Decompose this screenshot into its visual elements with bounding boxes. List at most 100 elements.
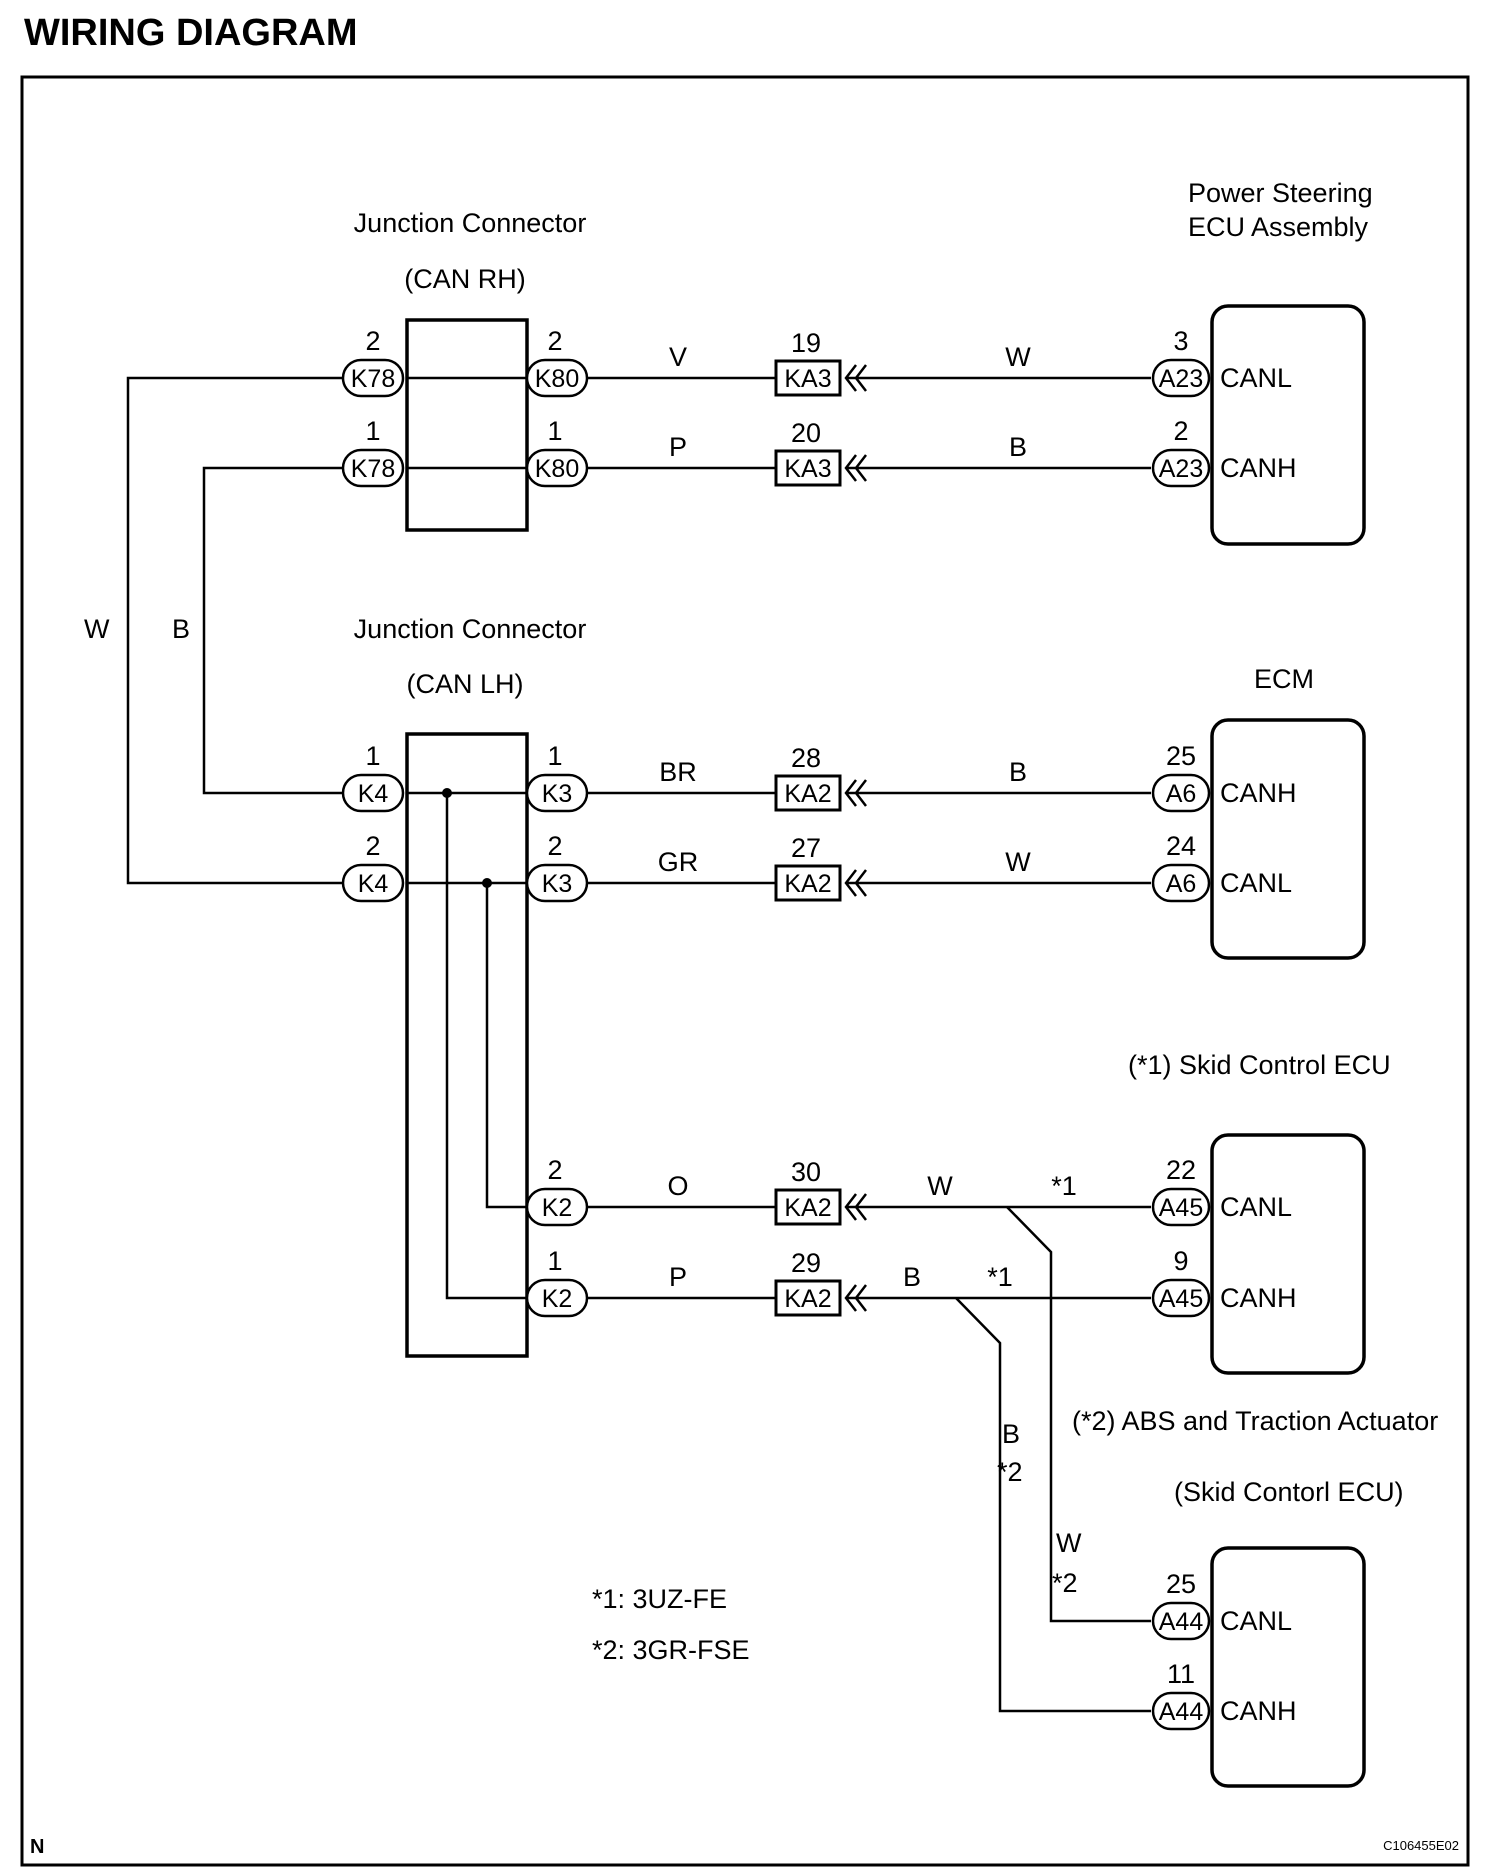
skid-control-ecu-box — [1210, 1133, 1366, 1375]
row-3-inline-connector: KA2 — [784, 780, 831, 808]
row-1-right-connector-shape — [525, 358, 589, 398]
trunk-b-label: B — [172, 614, 190, 644]
abs-actuator-name-line2: (Skid Contorl ECU) — [1174, 1477, 1404, 1507]
row-6-signal-label: CANH — [1220, 1283, 1297, 1313]
row-2-right-connector-shape — [525, 448, 589, 488]
ps-ecu-name-line1: Power Steering — [1188, 178, 1373, 208]
row-4-inline-pin: 27 — [791, 833, 821, 863]
row-5-wire-color-right: W — [927, 1171, 953, 1201]
row-1-right-connector: K80 — [535, 365, 579, 393]
row-2-ecu-connector: A23 — [1159, 455, 1203, 483]
row-1-chevron-1 — [844, 364, 857, 392]
row-1-inline-connector: KA3 — [784, 365, 831, 393]
row-1-inline-pin: 19 — [791, 328, 821, 358]
row-6-right-connector-shape — [525, 1278, 589, 1318]
row-4-ecu-pin: 24 — [1166, 831, 1196, 861]
row-3-right-pin: 1 — [547, 741, 562, 771]
abs-actuator-name-line1: (*2) ABS and Traction Actuator — [1072, 1406, 1438, 1436]
row-3-wire-color-right: B — [1009, 757, 1027, 787]
row-6-inline-pin: 29 — [791, 1248, 821, 1278]
row-4-right-connector-shape — [525, 863, 589, 903]
figure-code: C106455E02 — [1383, 1838, 1459, 1853]
row-6-ecu-pin: 9 — [1173, 1246, 1188, 1276]
abs-row-2-signal-label: CANH — [1220, 1696, 1297, 1726]
row-4-ecu-connector-shape — [1151, 863, 1211, 903]
trunk-w-label: W — [84, 614, 110, 644]
row-2-wire-color-right: B — [1009, 432, 1027, 462]
branch-w-note: *2 — [1052, 1568, 1078, 1598]
junction-rh-name: Junction Connector — [354, 208, 587, 238]
row-5-chevron-1 — [844, 1193, 857, 1221]
footnote-1: *1: 3UZ-FE — [592, 1584, 727, 1614]
row-2-left-connector: K78 — [351, 455, 395, 483]
trunk-wire-b — [202, 466, 373, 795]
ecm-box — [1210, 718, 1366, 960]
branch-b-color: B — [1002, 1419, 1020, 1449]
abs-row-2-ecu-connector-shape — [1151, 1691, 1211, 1731]
lh-internal-branch-2 — [485, 883, 527, 1209]
abs-row-1-signal-label: CANL — [1220, 1606, 1292, 1636]
row-3-inline-pin: 28 — [791, 743, 821, 773]
row-6-ecu-connector-shape — [1151, 1278, 1211, 1318]
row-1-left-pin: 2 — [365, 326, 380, 356]
row-6-inline-connector-shape — [774, 1279, 842, 1317]
row-2-right-pin: 1 — [547, 416, 562, 446]
row-2-chevron-2 — [854, 454, 867, 482]
power-steering-ecu-box — [1210, 304, 1366, 546]
row-1-chevron-2 — [854, 364, 867, 392]
branch-w-color: W — [1056, 1528, 1082, 1558]
row-2-ecu-connector-shape — [1151, 448, 1211, 488]
row-2-left-connector-shape — [341, 448, 405, 488]
diagram-frame — [20, 75, 1470, 1867]
row-6-wire-color-right: B — [903, 1262, 921, 1292]
row-4-right-connector: K3 — [542, 870, 573, 898]
row-3-left-connector: K4 — [358, 780, 389, 808]
row-5-ecu-pin: 22 — [1166, 1155, 1196, 1185]
row-2-inline-pin: 20 — [791, 418, 821, 448]
abs-row-1-ecu-pin: 25 — [1166, 1569, 1196, 1599]
row-2-wire-color-left: P — [669, 432, 687, 462]
row-3-chevron-1 — [844, 779, 857, 807]
row-6-wire-color-left: P — [669, 1262, 687, 1292]
row-2-left-pin: 1 — [365, 416, 380, 446]
ecm-name: ECM — [1254, 664, 1314, 694]
row-1-right-pin: 2 — [547, 326, 562, 356]
row-5-inline-pin: 30 — [791, 1157, 821, 1187]
row-4-right-pin: 2 — [547, 831, 562, 861]
row-6-right-pin: 1 — [547, 1246, 562, 1276]
row-3-inline-connector-shape — [774, 774, 842, 812]
row-5-wire-color-left: O — [667, 1171, 688, 1201]
branch-b-note: *2 — [997, 1457, 1023, 1487]
row-2-ecu-pin: 2 — [1173, 416, 1188, 446]
row-5-signal-label: CANL — [1220, 1192, 1292, 1222]
row-5-inline-connector-shape — [774, 1188, 842, 1226]
junction-lh-name: Junction Connector — [354, 614, 587, 644]
row-4-signal-label: CANL — [1220, 868, 1292, 898]
row-6-chevron-2 — [854, 1284, 867, 1312]
row-1-ecu-connector-shape — [1151, 358, 1211, 398]
row-3-ecu-connector-shape — [1151, 773, 1211, 813]
row-3-right-connector: K3 — [542, 780, 573, 808]
row-5-ecu-connector: A45 — [1159, 1194, 1203, 1222]
row-4-left-pin: 2 — [365, 831, 380, 861]
row-3-wire-color-left: BR — [659, 757, 697, 787]
row-3-signal-label: CANH — [1220, 778, 1297, 808]
row-1-wire-color-right: W — [1005, 342, 1031, 372]
skid-ecu-name: (*1) Skid Control ECU — [1128, 1050, 1391, 1080]
junction-rh-sub: (CAN RH) — [404, 264, 526, 294]
page-title: WIRING DIAGRAM — [24, 12, 358, 54]
junction-connector-lh-box — [405, 732, 529, 1358]
branch-wire-b — [955, 1297, 1151, 1713]
row-1-signal-label: CANL — [1220, 363, 1292, 393]
abs-row-2-ecu-pin: 11 — [1167, 1659, 1195, 1689]
row-2-inline-connector: KA3 — [784, 455, 831, 483]
junction-lh-sub: (CAN LH) — [406, 669, 523, 699]
branch-wire-w — [1006, 1206, 1151, 1623]
row-3-ecu-pin: 25 — [1166, 741, 1196, 771]
row-1-inline-connector-shape — [774, 359, 842, 397]
row-5-ecu-connector-shape — [1151, 1187, 1211, 1227]
row-1-ecu-pin: 3 — [1173, 326, 1188, 356]
footer-n: N — [30, 1836, 44, 1858]
row-4-left-connector: K4 — [358, 870, 389, 898]
